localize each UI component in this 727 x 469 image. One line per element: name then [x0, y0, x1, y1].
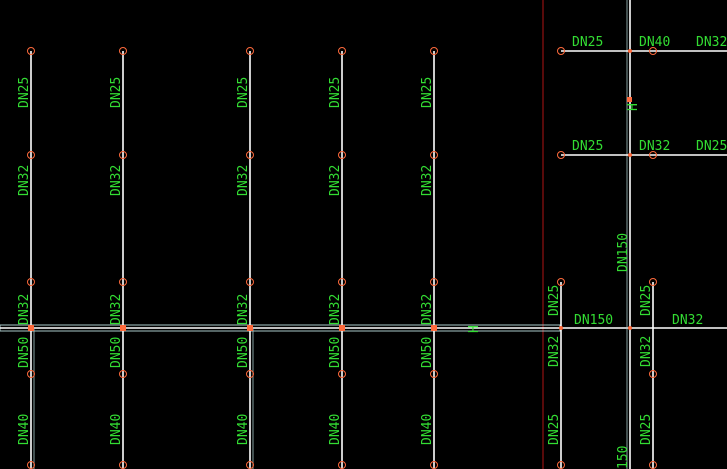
riser-size-label: DN40 [420, 414, 435, 445]
riser-size-label: DN40 [109, 414, 124, 445]
branch-row-1-label: DN32 [696, 35, 727, 50]
pipe-junction[interactable] [559, 326, 563, 330]
pipe-node[interactable] [557, 151, 565, 159]
pipe-node[interactable] [557, 47, 565, 55]
pipe-node[interactable] [119, 370, 127, 378]
main-pipe-label: DN150 [574, 313, 613, 328]
riser-size-label: DN40 [328, 414, 343, 445]
pipe-node[interactable] [338, 151, 346, 159]
pipe-junction[interactable] [247, 325, 253, 331]
riser-size-label: DN25 [236, 77, 251, 108]
riser-size-label: DN25 [109, 77, 124, 108]
pipe-node[interactable] [246, 47, 254, 55]
pipe-junction[interactable] [431, 325, 437, 331]
pipe-node[interactable] [338, 47, 346, 55]
riser-size-label: DN32 [109, 165, 124, 196]
riser-size-label: DN32 [420, 294, 435, 325]
riser-size-label: DN32 [328, 294, 343, 325]
pipe-node[interactable] [338, 278, 346, 286]
riser-size-label: DN40 [236, 414, 251, 445]
riser-size-label: DN50 [328, 337, 343, 368]
riser-size-label: DN32 [17, 165, 32, 196]
vertical-main-pipe[interactable] [626, 0, 631, 469]
pipe-node[interactable] [649, 47, 657, 55]
right-riser-label: DN32 [547, 336, 562, 367]
riser-size-label: DN25 [17, 77, 32, 108]
riser-size-label: DN32 [236, 294, 251, 325]
pipe-junction[interactable] [120, 325, 126, 331]
riser-size-label: DN50 [17, 337, 32, 368]
pipe-node[interactable] [119, 47, 127, 55]
pipe-node[interactable] [557, 278, 565, 286]
riser-size-label: DN40 [17, 414, 32, 445]
pipe-node[interactable] [27, 151, 35, 159]
right-nodes-group [557, 47, 657, 469]
pipe-node[interactable] [27, 370, 35, 378]
riser-size-label: DN50 [109, 337, 124, 368]
pipe-node[interactable] [649, 370, 657, 378]
pipe-node[interactable] [246, 151, 254, 159]
riser-size-label: DN32 [328, 165, 343, 196]
pipe-node[interactable] [27, 278, 35, 286]
riser-size-label: DN32 [420, 165, 435, 196]
vertical-main-label: DN32 [639, 336, 654, 367]
pipe-node[interactable] [27, 47, 35, 55]
pipe-junction[interactable] [339, 325, 345, 331]
pipe-node[interactable] [430, 370, 438, 378]
riser-size-label: DN25 [420, 77, 435, 108]
pipe-node[interactable] [119, 151, 127, 159]
pipe-node[interactable] [430, 47, 438, 55]
riser-size-label: DN50 [236, 337, 251, 368]
pipe-node[interactable] [430, 278, 438, 286]
pipe-node[interactable] [246, 370, 254, 378]
branch-row-2-label: DN32 [639, 139, 670, 154]
right-riser-label: DN25 [547, 414, 562, 445]
main-pipe-label: DN32 [672, 313, 703, 328]
vertical-main-label: 150 [616, 446, 631, 469]
valve-marker[interactable] [627, 97, 632, 102]
main-pipe-marker: H [467, 325, 482, 333]
vertical-main-marker: H [626, 103, 641, 111]
pipe-node[interactable] [338, 370, 346, 378]
pipe-junction[interactable] [628, 153, 632, 157]
riser-size-label: DN32 [109, 294, 124, 325]
pipe-junction[interactable] [628, 326, 632, 330]
pipe-node[interactable] [649, 278, 657, 286]
branch-row-2-label: DN25 [696, 139, 727, 154]
riser-size-label: DN50 [420, 337, 435, 368]
pipe-junction[interactable] [28, 325, 34, 331]
pipe-node[interactable] [246, 278, 254, 286]
pipe-node[interactable] [430, 151, 438, 159]
branch-row-1-label: DN25 [572, 35, 603, 50]
vertical-main-label: DN150 [616, 233, 631, 272]
pipe-junction[interactable] [628, 49, 632, 53]
branch-row-1-label: DN40 [639, 35, 670, 50]
right-riser-label: DN25 [547, 285, 562, 316]
pipe-node[interactable] [119, 278, 127, 286]
right-stub-label: DN25 [639, 285, 654, 316]
riser-size-label: DN32 [236, 165, 251, 196]
right-stub-label: DN25 [639, 414, 654, 445]
riser-size-label: DN32 [17, 294, 32, 325]
right-labels-group: DN25 DN40 DN32 DN25 DN32 DN25 DN150 DN32… [467, 35, 727, 469]
left-risers-group: DN25DN32DN32DN50DN40DN25DN32DN32DN50DN40… [17, 47, 438, 469]
branch-row-2-label: DN25 [572, 139, 603, 154]
riser-size-label: DN25 [328, 77, 343, 108]
pipe-node[interactable] [649, 151, 657, 159]
